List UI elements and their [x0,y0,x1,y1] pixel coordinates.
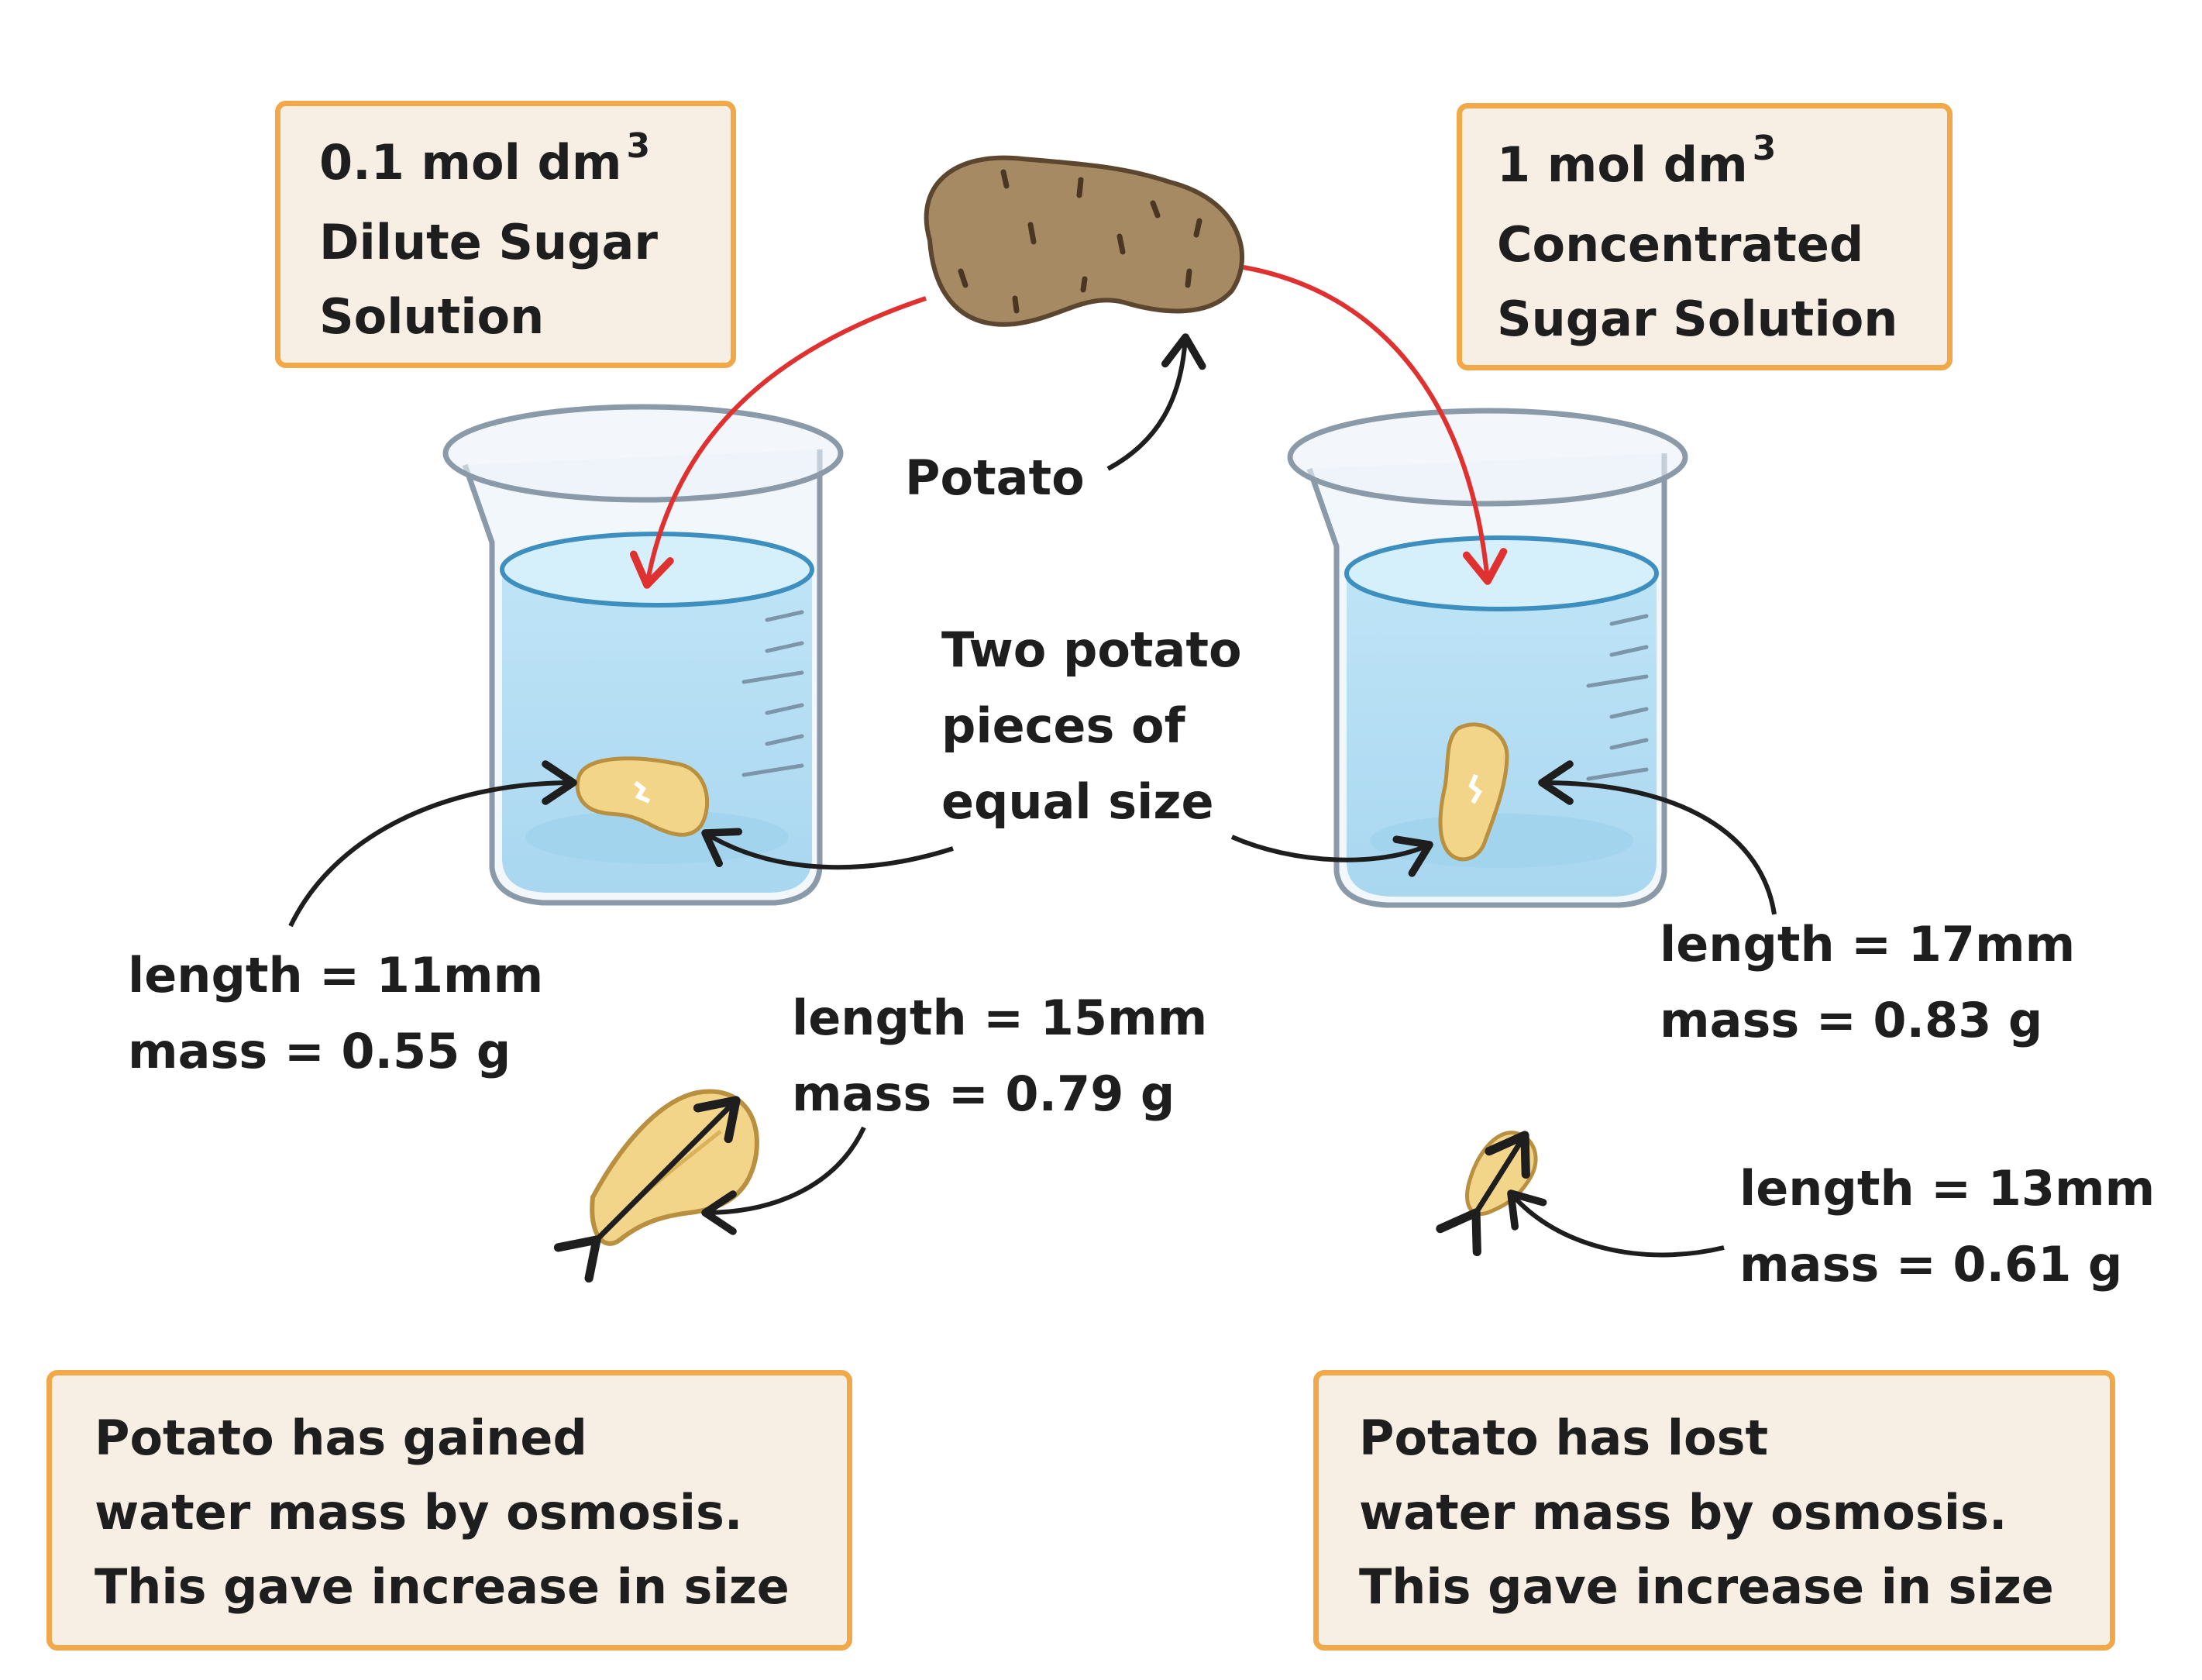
left-after-length: length = 15mm [792,990,1208,1046]
right-after-length: length = 13mm [1739,1160,2156,1217]
beaker-left [442,404,844,906]
pieces-label-line3: equal size [941,773,1214,830]
arrow-right-after [1507,1189,1725,1258]
arrow-left-before [288,760,577,928]
red-arrow-to-dilute [629,296,927,589]
right-before-length: length = 17mm [1660,916,2076,973]
red-arrow-to-concentrated [1243,265,1508,585]
concentrated-label-line3: Sugar Solution [1497,291,1898,347]
dilute-label-line2: Dilute Sugar [319,214,658,270]
left-before-length: length = 11mm [128,947,544,1004]
potato-slice-left-before [575,756,710,837]
potato-label: Potato [905,449,1085,506]
left-before-measurement: length = 11mm mass = 0.55 g [128,938,543,1090]
potato-slice-right-before [1438,722,1509,862]
left-after-measurement: length = 15mm mass = 0.79 g [792,980,1207,1132]
pieces-label-line1: Two potato [941,621,1242,678]
arrow-right-before [1538,760,1777,915]
left-after-mass: mass = 0.79 g [792,1065,1175,1122]
right-before-mass: mass = 0.83 g [1660,992,2043,1048]
pieces-label: Two potato pieces of equal size [941,612,1242,840]
gain-line2: water mass by osmosis. [95,1484,743,1541]
left-before-mass: mass = 0.55 g [128,1023,511,1079]
arrow-pieces-to-right [1230,835,1433,877]
gain-line3: This gave increase in size [95,1558,790,1615]
loss-conclusion-box: Potato has lost water mass by osmosis. T… [1313,1370,2115,1651]
arrow-potato-label [1106,333,1206,471]
arrow-pieces-to-left [701,828,954,870]
concentrated-label-line2: Concentrated [1497,216,1864,273]
loss-line3: This gave increase in size [1359,1558,2054,1615]
loss-line1: Potato has lost [1359,1410,1769,1466]
pieces-label-line2: pieces of [941,697,1185,754]
gain-line1: Potato has gained [95,1410,587,1466]
loss-line2: water mass by osmosis. [1359,1484,2008,1541]
measure-arrow-right-after [1436,1131,1530,1257]
beaker-right [1287,408,1688,908]
gain-conclusion-box: Potato has gained water mass by osmosis.… [46,1370,852,1651]
right-after-measurement: length = 13mm mass = 0.61 g [1739,1151,2155,1303]
dilute-label-line3: Solution [319,288,545,345]
right-after-mass: mass = 0.61 g [1739,1236,2123,1293]
right-before-measurement: length = 17mm mass = 0.83 g [1660,907,2075,1059]
measure-arrow-left-after [553,1096,741,1283]
potato-icon [924,155,1244,327]
